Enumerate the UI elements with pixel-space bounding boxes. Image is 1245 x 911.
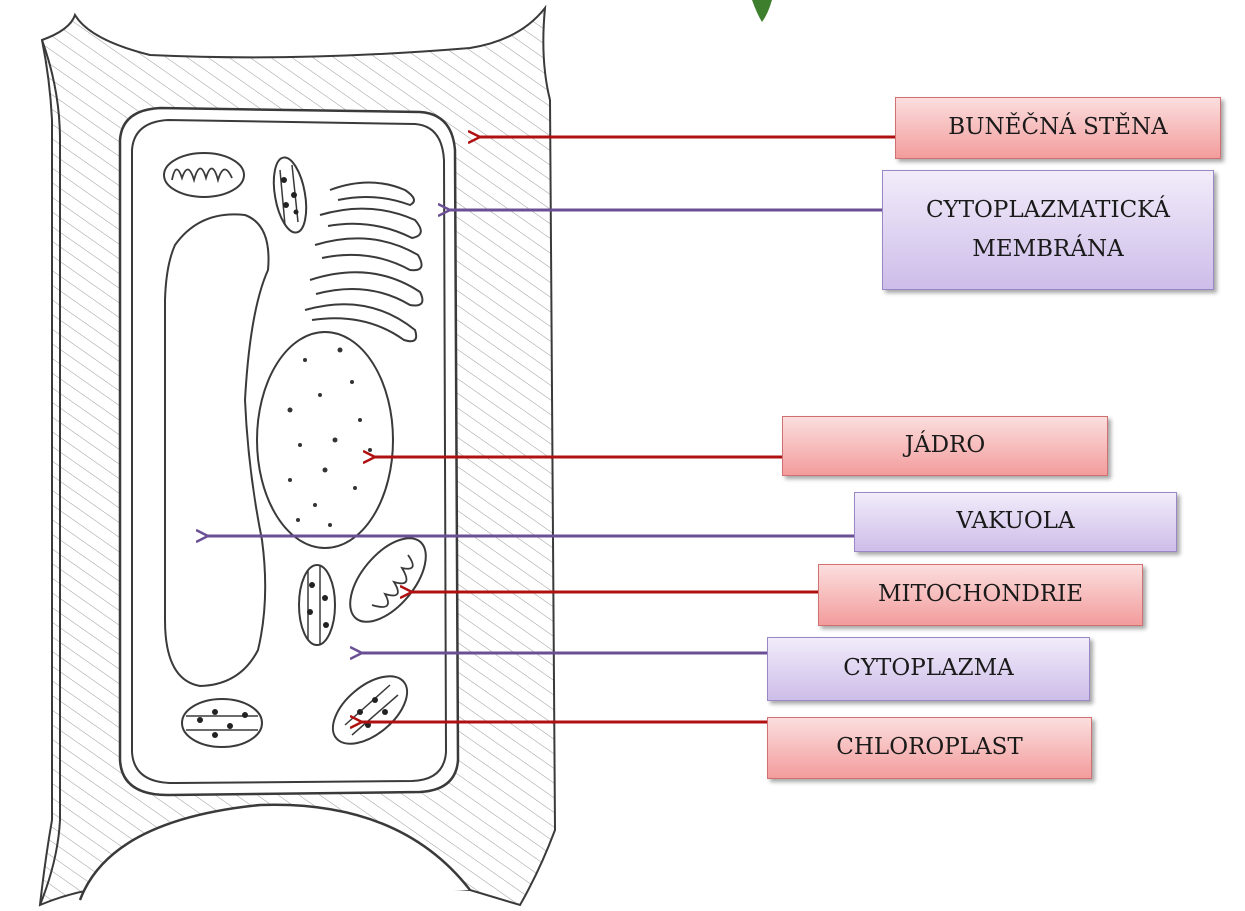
label-nucleus-text: JÁDRO (905, 426, 985, 465)
label-nucleus: JÁDRO (782, 416, 1108, 476)
label-chloroplast-text: CHLOROPLAST (836, 728, 1022, 767)
chloroplast (182, 699, 262, 747)
label-cytoplasm: CYTOPLAZMA (767, 637, 1090, 701)
label-cytoplasm-text: CYTOPLAZMA (843, 649, 1013, 688)
chloroplast (299, 565, 335, 645)
label-cell-wall: BUNĚČNÁ STĚNA (895, 97, 1221, 159)
label-mitochondrion: MITOCHONDRIE (818, 564, 1143, 626)
label-mitochondrion-text: MITOCHONDRIE (878, 575, 1083, 614)
label-membrane-line1: CYTOPLAZMATICKÁ (926, 191, 1170, 230)
label-cell-wall-text: BUNĚČNÁ STĚNA (948, 108, 1167, 147)
leaf-fragment-icon (752, 0, 772, 22)
label-chloroplast: CHLOROPLAST (767, 717, 1092, 779)
nucleus (257, 332, 393, 548)
mitochondrion (164, 153, 244, 197)
label-cytoplasmic-membrane: CYTOPLAZMATICKÁ MEMBRÁNA (882, 170, 1214, 290)
label-membrane-line2: MEMBRÁNA (972, 230, 1123, 269)
label-vacuole: VAKUOLA (854, 492, 1177, 552)
label-vacuole-text: VAKUOLA (956, 502, 1074, 541)
